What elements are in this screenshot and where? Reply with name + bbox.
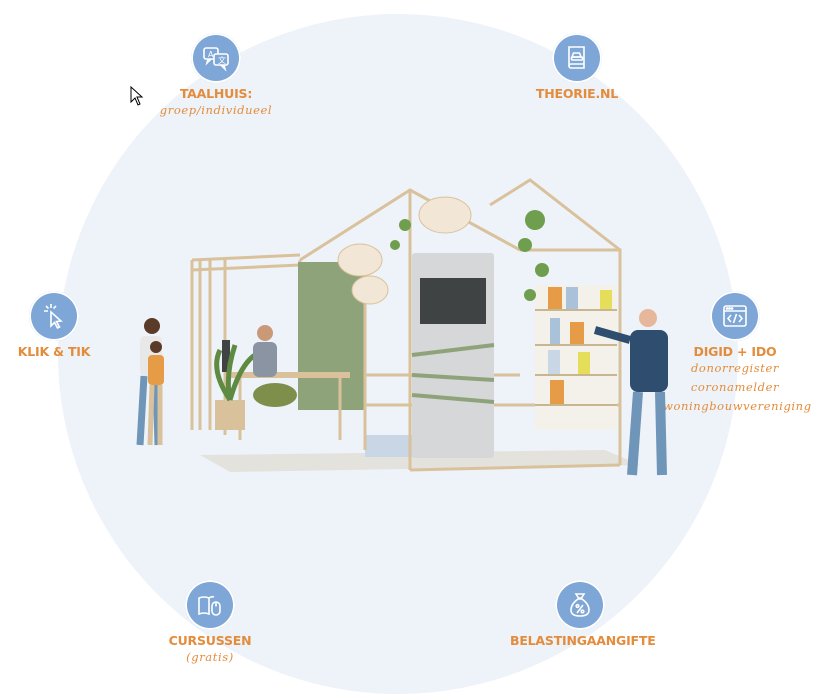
seated-man-head [257,325,273,341]
mother-head [144,318,160,334]
node-cursussen[interactable]: CURSUSSEN (gratis) [160,580,260,667]
taalhuis-subtitle: groep/individueel [159,103,273,117]
plant-leaves [214,344,257,402]
click-pointer-icon [29,291,79,341]
taalhuis-title: TAALHUIS: [179,86,253,101]
svg-text:文: 文 [218,55,226,65]
node-theorie[interactable]: THEORIE.NL [527,33,627,101]
green-straps [411,343,495,404]
hanging-plants [390,210,549,301]
paper-lamps [337,196,472,305]
browser-code-icon [710,291,760,341]
node-klik-tik[interactable]: KLIK & TIK [14,291,94,359]
left-pergola [190,253,302,435]
child-head [150,341,162,353]
mouse-cursor-icon [130,86,144,106]
digid-line-coronamelder: coronamelder [690,380,780,394]
theorie-title: THEORIE.NL [535,86,619,101]
shelf-boards [535,309,617,406]
standing-man-head [639,309,657,327]
svg-text:A: A [208,50,214,59]
digid-title: DIGID + IDO [693,344,777,359]
klik-tik-title: KLIK & TIK [17,344,91,359]
standing-man-arm [593,326,632,344]
standing-man-legs [627,391,667,476]
tv-screen [420,278,486,324]
driving-theory-book-icon [552,33,602,83]
book-mouse-icon [185,580,235,630]
money-bag-percent-icon [555,580,605,630]
background-circle [58,14,738,694]
translate-chat-icon: A 文 [191,33,241,83]
standing-man-body [630,330,668,392]
desk [230,372,350,378]
plant-pot [215,400,245,430]
child-legs [147,384,163,446]
digid-line-donorregister: donorregister [690,361,780,375]
seated-man-legs [253,383,297,407]
node-taalhuis[interactable]: A 文 TAALHUIS: groep/individueel [150,33,282,120]
node-belastingaangifte[interactable]: BELASTINGAANGIFTE [510,580,656,648]
books [548,287,612,404]
seated-man-body [253,342,277,377]
belasting-title: BELASTINGAANGIFTE [510,633,656,648]
library-scene-illustration [136,178,668,476]
monitor [222,340,230,372]
cursussen-title: CURSUSSEN [168,633,252,648]
cursussen-subtitle: (gratis) [186,650,234,664]
child-body [148,355,164,385]
digid-line-woningbouwvereniging: woningbouwvereniging [663,399,812,413]
node-digid[interactable]: DIGID + IDO donorregister coronamelder w… [663,291,812,416]
